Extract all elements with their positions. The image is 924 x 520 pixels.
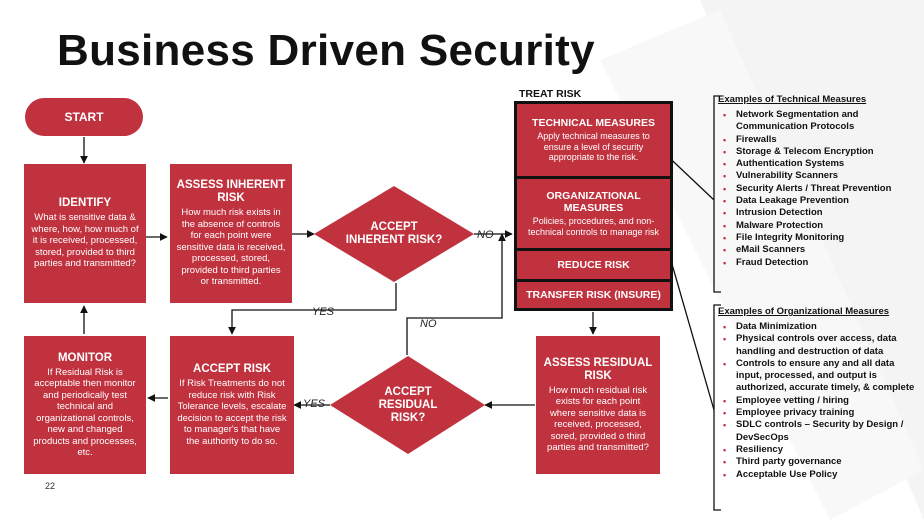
list-item: Employee vetting / hiring [714,395,919,408]
list-item: Third party governance [714,456,919,469]
list-item: Malware Protection [714,220,919,233]
arrow-inherent-yes [228,283,397,335]
arrow-residual-no [406,233,506,355]
assess-residual-body: How much residual risk exists for each p… [547,384,649,454]
list-item: SDLC controls – Security by Design / Dev… [714,419,919,444]
list-item: Firewalls [714,134,919,147]
accept-residual-diamond [330,356,485,454]
accept-inherent-diamond [314,186,474,282]
list-item: Acceptable Use Policy [714,469,919,482]
identify-body: What is sensitive data & where, how, how… [31,212,139,270]
assess-inherent-heading: ASSESS INHERENT RISK [176,179,286,205]
list-item: Vulnerability Scanners [714,170,919,183]
assess-residual-box: ASSESS RESIDUAL RISK How much residual r… [536,336,660,474]
organizational-measures-body: Policies, procedures, and non-technical … [527,216,660,237]
technical-measures-box: TECHNICAL MEASURES Apply technical measu… [517,104,670,176]
list-item: Intrusion Detection [714,207,919,220]
assess-inherent-box: ASSESS INHERENT RISK How much risk exist… [170,164,292,303]
accept-risk-heading: ACCEPT RISK [193,363,271,375]
technical-measures-body: Apply technical measures to ensure a lev… [537,131,650,163]
treat-risk-title: TREAT RISK [519,88,582,100]
transfer-risk-box: TRANSFER RISK (INSURE) [517,282,670,308]
treat-risk-group: TECHNICAL MEASURES Apply technical measu… [514,101,673,311]
identify-heading: IDENTIFY [58,197,112,210]
list-item: Authentication Systems [714,158,919,171]
organizational-examples-list: Data Minimization Physical controls over… [714,321,919,481]
list-item: File Integrity Monitoring [714,232,919,245]
list-item: Controls to ensure any and all data inpu… [714,358,919,395]
organizational-examples: Examples of Organizational Measures Data… [714,306,919,481]
list-item: Physical controls over access, data hand… [714,333,919,358]
accept-risk-body: If Risk Treatments do not reduce risk wi… [177,378,287,447]
organizational-measures-heading: ORGANIZATIONAL MEASURES [546,190,641,214]
technical-examples: Examples of Technical Measures Network S… [714,94,919,269]
reduce-risk-label: REDUCE RISK [557,259,630,271]
organizational-examples-heading: Examples of Organizational Measures [718,306,890,317]
page-number: 22 [45,481,56,491]
technical-examples-heading: Examples of Technical Measures [718,94,867,105]
monitor-box: MONITOR If Residual Risk is acceptable t… [24,336,146,474]
transfer-risk-label: TRANSFER RISK (INSURE) [526,289,661,301]
start-terminal: START [25,98,143,136]
accept-inherent-label: ACCEPT INHERENT RISK? [345,221,443,246]
slide-title: Business Driven Security [57,26,595,75]
label-yes-inherent: YES [312,306,335,318]
organizational-measures-box: ORGANIZATIONAL MEASURES Policies, proced… [517,179,670,248]
accept-risk-box: ACCEPT RISK If Risk Treatments do not re… [170,336,294,474]
label-no-residual: NO [420,318,437,330]
label-no-inherent: NO [477,229,494,241]
monitor-heading: MONITOR [57,351,113,364]
technical-examples-list: Network Segmentation and Communication P… [714,109,919,269]
list-item: Security Alerts / Threat Prevention [714,183,919,196]
list-item: eMail Scanners [714,244,919,257]
assess-inherent-body: How much risk exists in the absence of c… [176,207,286,288]
technical-measures-heading: TECHNICAL MEASURES [532,117,655,130]
list-item: Data Minimization [714,321,919,334]
identify-box: IDENTIFY What is sensitive data & where,… [24,164,146,303]
reduce-risk-box: REDUCE RISK [517,251,670,279]
assess-residual-heading: ASSESS RESIDUAL RISK [543,356,653,382]
list-item: Fraud Detection [714,257,919,270]
monitor-body: If Residual Risk is acceptable then moni… [33,366,137,459]
accept-residual-label: ACCEPT RESIDUAL RISK? [378,385,438,424]
label-yes-residual: YES [303,398,326,410]
list-item: Employee privacy training [714,407,919,420]
list-item: Storage & Telecom Encryption [714,146,919,159]
list-item: Network Segmentation and Communication P… [714,109,919,134]
list-item: Resiliency [714,444,919,457]
list-item: Data Leakage Prevention [714,195,919,208]
